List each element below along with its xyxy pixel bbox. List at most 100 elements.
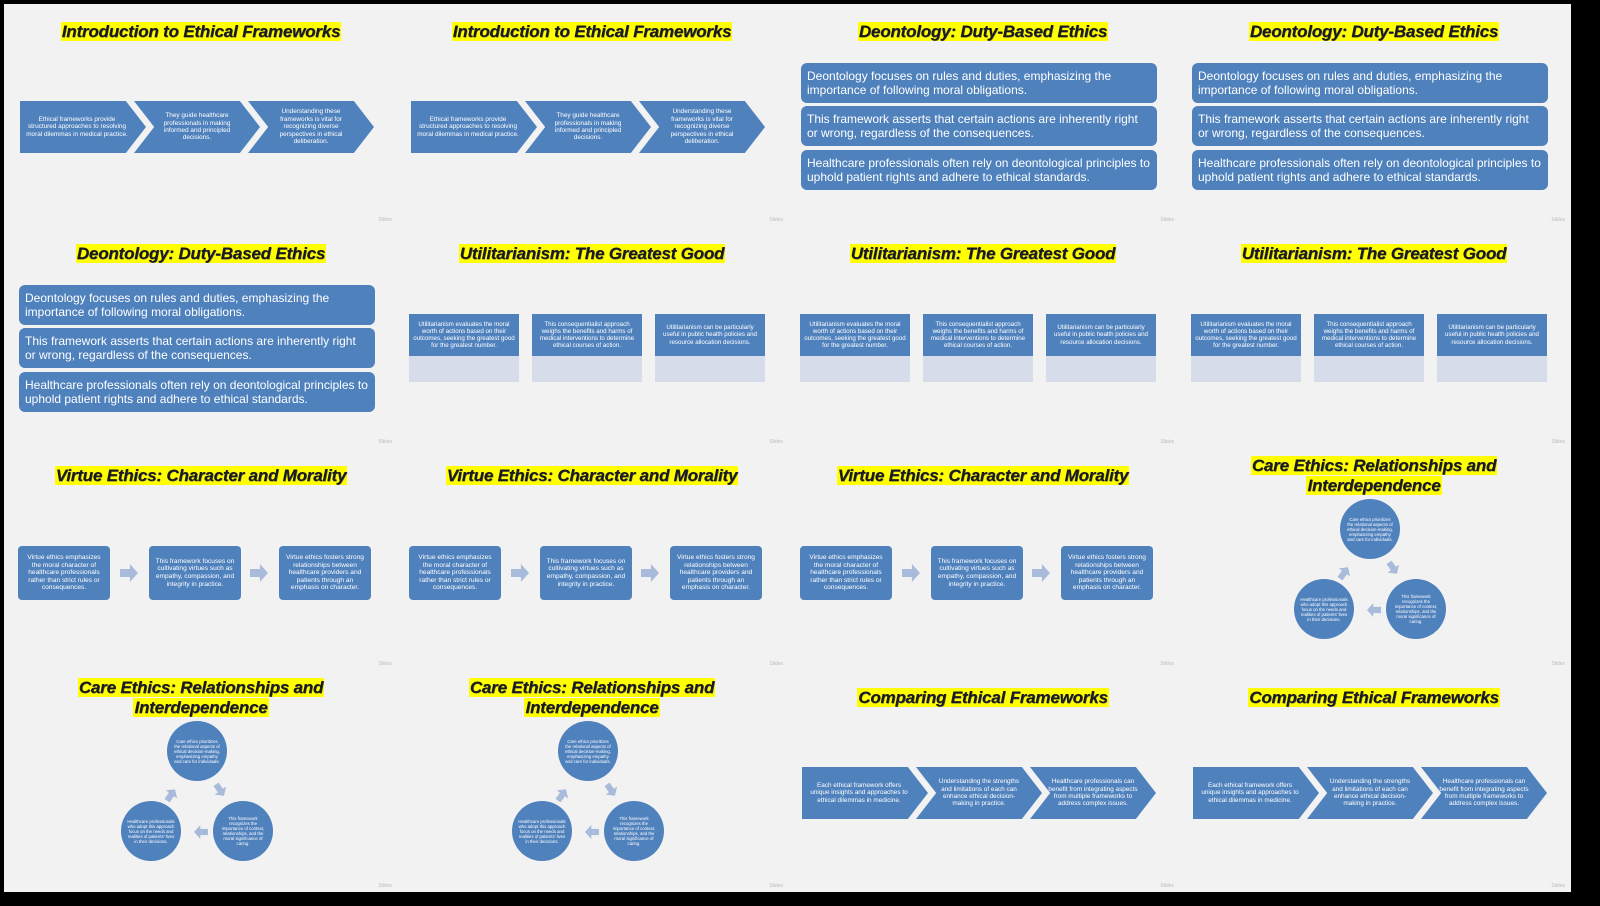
info-card: This consequentialist approach weighs th… xyxy=(1314,314,1424,382)
slide-title-wrap: Utilitarianism: The Greatest Good xyxy=(395,244,789,264)
slide-title-wrap: Comparing Ethical Frameworks xyxy=(786,688,1180,708)
cycle-arrow-icon xyxy=(194,825,208,839)
slide-title: Care Ethics: Relationships and Interdepe… xyxy=(77,678,325,717)
slide-title: Utilitarianism: The Greatest Good xyxy=(1240,244,1508,263)
arrow-right-icon xyxy=(902,564,920,582)
slide-footer: Slides xyxy=(378,217,392,223)
slide-title: Care Ethics: Relationships and Interdepe… xyxy=(468,678,716,717)
slide-footer: Slides xyxy=(1551,883,1565,889)
process-step: Virtue ethics emphasizes the moral chara… xyxy=(409,546,501,600)
cycle-node: This framework recognizes the importance… xyxy=(604,801,664,861)
process-step: This framework focuses on cultivating vi… xyxy=(149,546,241,600)
chevron-process: Each ethical framework offers unique ins… xyxy=(802,767,1166,819)
slide-title: Virtue Ethics: Character and Morality xyxy=(445,466,739,485)
slide-title: Utilitarianism: The Greatest Good xyxy=(458,244,726,263)
slide-footer: Slides xyxy=(1160,439,1174,445)
slide-title-wrap: Care Ethics: Relationships and Interdepe… xyxy=(1247,456,1501,496)
slide-title: Virtue Ethics: Character and Morality xyxy=(836,466,1130,485)
slide-footer: Slides xyxy=(378,439,392,445)
slide-title: Deontology: Duty-Based Ethics xyxy=(1248,22,1500,41)
slide-title: Comparing Ethical Frameworks xyxy=(857,688,1109,707)
process-step: Virtue ethics fosters strong relationshi… xyxy=(279,546,371,600)
cycle-arrow-icon xyxy=(585,825,599,839)
slide-title-wrap: Care Ethics: Relationships and Interdepe… xyxy=(465,678,719,718)
slide-title-wrap: Utilitarianism: The Greatest Good xyxy=(1177,244,1571,264)
info-card: Utilitarianism can be particularly usefu… xyxy=(655,314,765,382)
slide-title: Introduction to Ethical Frameworks xyxy=(451,22,733,41)
slide-thumbnail-12[interactable]: Care Ethics: Relationships and Interdepe… xyxy=(1177,448,1571,670)
process-step: Virtue ethics emphasizes the moral chara… xyxy=(18,546,110,600)
chevron-process: Each ethical framework offers unique ins… xyxy=(1193,767,1557,819)
cycle-node: Healthcare professionals who adopt this … xyxy=(512,801,572,861)
cycle-arrow-icon xyxy=(601,780,620,799)
slide-footer: Slides xyxy=(1160,217,1174,223)
bullet-box: Deontology focuses on rules and duties, … xyxy=(1192,63,1548,103)
bullet-box: Healthcare professionals often rely on d… xyxy=(801,150,1157,190)
slide-thumbnail-14[interactable]: Care Ethics: Relationships and Interdepe… xyxy=(395,670,789,892)
slide-footer: Slides xyxy=(378,883,392,889)
slide-title-wrap: Virtue Ethics: Character and Morality xyxy=(395,466,789,486)
cycle-arrow-icon xyxy=(552,785,571,804)
chevron-step: Each ethical framework offers unique ins… xyxy=(1193,767,1319,819)
slide-footer: Slides xyxy=(1551,439,1565,445)
arrow-right-icon xyxy=(1032,564,1050,582)
chevron-step: Understanding the strengths and limitati… xyxy=(1307,767,1433,819)
chevron-step: Understanding these frameworks is vital … xyxy=(248,101,374,153)
chevron-step: Understanding the strengths and limitati… xyxy=(916,767,1042,819)
info-card: Utilitarianism evaluates the moral worth… xyxy=(409,314,519,382)
slide-title: Comparing Ethical Frameworks xyxy=(1248,688,1500,707)
arrow-right-icon xyxy=(250,564,268,582)
slide-title-wrap: Utilitarianism: The Greatest Good xyxy=(786,244,1180,264)
slide-thumbnail-13[interactable]: Care Ethics: Relationships and Interdepe… xyxy=(4,670,398,892)
chevron-process: Ethical frameworks provide structured ap… xyxy=(411,101,775,153)
info-card-text: Utilitarianism can be particularly usefu… xyxy=(1437,314,1547,356)
arrow-right-icon xyxy=(641,564,659,582)
slide-footer: Slides xyxy=(1160,661,1174,667)
slide-footer: Slides xyxy=(1551,661,1565,667)
bullet-box: Healthcare professionals often rely on d… xyxy=(1192,150,1548,190)
slide-footer: Slides xyxy=(1160,883,1174,889)
slide-title-wrap: Comparing Ethical Frameworks xyxy=(1177,688,1571,708)
chevron-step: Understanding these frameworks is vital … xyxy=(639,101,765,153)
process-step: Virtue ethics fosters strong relationshi… xyxy=(1061,546,1153,600)
chevron-process: Ethical frameworks provide structured ap… xyxy=(20,101,384,153)
process-step: This framework focuses on cultivating vi… xyxy=(931,546,1023,600)
slide-footer: Slides xyxy=(769,883,783,889)
chevron-step: Ethical frameworks provide structured ap… xyxy=(411,101,537,153)
info-card-text: Utilitarianism can be particularly usefu… xyxy=(1046,314,1156,356)
slide-title-wrap: Virtue Ethics: Character and Morality xyxy=(4,466,398,486)
info-card-text: Utilitarianism evaluates the moral worth… xyxy=(409,314,519,356)
slide-title-wrap: Deontology: Duty-Based Ethics xyxy=(786,22,1180,42)
cycle-node: This framework recognizes the importance… xyxy=(1386,579,1446,639)
info-card: Utilitarianism can be particularly usefu… xyxy=(1437,314,1547,382)
cycle-arrow-icon xyxy=(1383,558,1402,577)
info-card-text: This consequentialist approach weighs th… xyxy=(1314,314,1424,356)
chevron-step: They guide healthcare professionals in m… xyxy=(134,101,260,153)
slide-footer: Slides xyxy=(769,439,783,445)
arrow-right-icon xyxy=(120,564,138,582)
slide-title-wrap: Deontology: Duty-Based Ethics xyxy=(4,244,398,264)
info-card-text: Utilitarianism evaluates the moral worth… xyxy=(800,314,910,356)
slide-title-wrap: Virtue Ethics: Character and Morality xyxy=(786,466,1180,486)
slide-title-wrap: Introduction to Ethical Frameworks xyxy=(4,22,398,42)
cycle-arrow-icon xyxy=(1334,563,1353,582)
info-card-text: This consequentialist approach weighs th… xyxy=(532,314,642,356)
info-card: Utilitarianism evaluates the moral worth… xyxy=(800,314,910,382)
slide-title: Deontology: Duty-Based Ethics xyxy=(75,244,327,263)
info-card-text: This consequentialist approach weighs th… xyxy=(923,314,1033,356)
process-step: Virtue ethics emphasizes the moral chara… xyxy=(800,546,892,600)
